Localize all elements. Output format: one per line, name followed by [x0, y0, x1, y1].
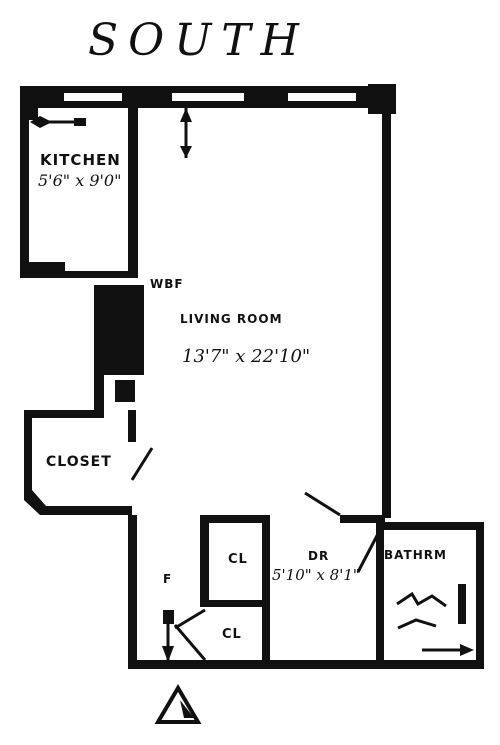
compass-label: SOUTH [88, 15, 309, 66]
entry-arrow-icon [162, 610, 174, 662]
kitchen-label: KITCHEN [40, 151, 121, 169]
dining-walls [304, 491, 385, 668]
window-arrow-icon [30, 116, 86, 128]
living-right-wall [382, 108, 391, 518]
dining-room-size: 5'10" x 8'1" [272, 566, 360, 584]
cl-lower-label: CL [222, 627, 242, 642]
window [288, 93, 356, 101]
closet-label: CLOSET [46, 454, 112, 470]
window [172, 93, 244, 101]
top-wall [20, 84, 396, 114]
fireplace-mass [94, 285, 144, 415]
window [64, 93, 122, 101]
kitchen-size: 5'6" x 9'0" [38, 171, 121, 190]
living-room-size: 13'7" x 22'10" [182, 346, 310, 367]
bath-fixture-icon [458, 584, 466, 624]
bath-arrow-icon [422, 644, 474, 656]
living-room-label: LIVING ROOM [180, 312, 283, 326]
closet-walls [24, 410, 154, 515]
north-triangle-icon [154, 684, 202, 724]
north-arrow-icon [180, 108, 192, 158]
small-closets [173, 515, 270, 665]
foyer-label: F [163, 572, 172, 586]
bathroom-label: BATHRM [384, 548, 447, 562]
wbf-label: WBF [150, 277, 184, 291]
closet-door-swing [130, 447, 154, 481]
foyer-walls [128, 515, 383, 669]
cl-upper-label: CL [228, 552, 248, 567]
kitchen-walls [20, 108, 138, 278]
dining-room-label: DR [308, 549, 329, 563]
bath-walls [356, 522, 484, 669]
